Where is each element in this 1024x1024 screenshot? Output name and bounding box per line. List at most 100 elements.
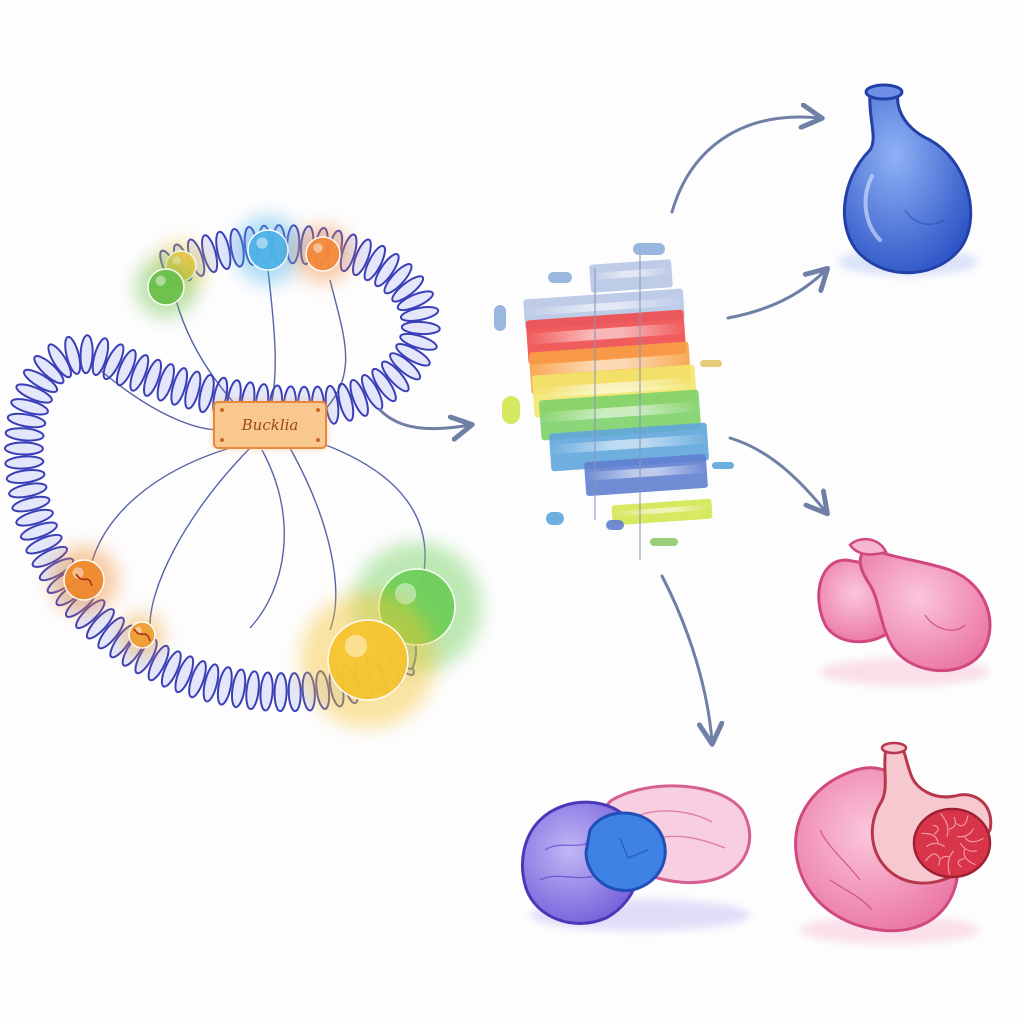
- arrow-ring-to-bars: [378, 408, 470, 429]
- coil-segment: [351, 238, 372, 277]
- coil-segment: [230, 668, 247, 709]
- tissue-fiber: [948, 816, 956, 830]
- coil-segment: [79, 334, 94, 375]
- coil-segment: [215, 230, 232, 271]
- tissue-fiber: [925, 853, 941, 862]
- coil-segment: [5, 469, 46, 484]
- bar-sheen: [589, 267, 672, 281]
- tissue-fiber: [938, 855, 949, 866]
- bar-sheen: [611, 504, 712, 517]
- heart-tissue: [921, 812, 984, 876]
- coil-segment: [91, 337, 110, 376]
- wire: [89, 444, 241, 571]
- coil-segment: [259, 671, 274, 712]
- coil-segment: [396, 290, 434, 312]
- coil-segment: [216, 666, 233, 706]
- arrow-to-brain: [660, 574, 712, 742]
- coil-segment: [85, 608, 115, 640]
- heart-organ-icon: [794, 741, 993, 944]
- coil-segment: [380, 360, 410, 393]
- coil-segment: [22, 368, 59, 393]
- node-highlight: [155, 275, 166, 286]
- wire: [99, 369, 221, 431]
- flask-organ-icon: [838, 83, 978, 276]
- gene-node: [147, 268, 185, 306]
- tissue-fiber: [932, 824, 939, 835]
- bar-sheen: [539, 401, 700, 423]
- coil-segment: [395, 343, 431, 367]
- tissue-fiber: [957, 858, 965, 868]
- wire: [149, 447, 251, 626]
- coil-segment: [6, 412, 47, 429]
- gene-node: [327, 619, 409, 701]
- coil-segment: [47, 343, 73, 379]
- coil-segment: [170, 367, 189, 406]
- gene-node: [305, 236, 341, 272]
- coil-segment: [399, 306, 440, 322]
- coil-segment: [374, 252, 400, 288]
- coil-segment: [383, 263, 413, 295]
- arrow-to-lung: [728, 436, 826, 512]
- coil-segment: [349, 379, 369, 417]
- hub-gene-box: Bucklia: [213, 401, 327, 449]
- coil-segment: [160, 650, 182, 688]
- coil-segment: [15, 508, 54, 527]
- wire: [319, 279, 347, 416]
- bar-sheen: [549, 433, 708, 455]
- bar-knob: [606, 520, 624, 530]
- bar-sheen: [526, 322, 685, 345]
- tissue-fiber: [947, 850, 955, 876]
- coil-segment: [15, 383, 53, 404]
- coil-segment: [10, 398, 49, 416]
- bar-sheen: [532, 376, 696, 399]
- bar-sheen: [523, 297, 684, 317]
- bar-knob: [546, 512, 564, 525]
- gene-node: [247, 229, 289, 271]
- bar-knob: [712, 462, 734, 469]
- coil-segment: [3, 441, 44, 456]
- bar-knob: [650, 538, 678, 546]
- wire: [289, 447, 337, 631]
- tissue-fiber: [956, 828, 974, 838]
- coil-segment: [174, 655, 195, 694]
- arrows: [378, 117, 826, 742]
- coil-segment: [102, 343, 125, 380]
- coil-segment: [4, 455, 45, 470]
- coil-segment: [31, 545, 69, 568]
- coil-segment: [198, 373, 215, 414]
- coil-segment: [129, 354, 150, 392]
- bar-sheen: [584, 463, 707, 481]
- coil-segment: [97, 616, 125, 650]
- coil-segment: [8, 482, 48, 499]
- coil-segment: [33, 355, 65, 385]
- tissue-fiber: [963, 848, 976, 866]
- bar-sheen: [529, 354, 690, 376]
- node-highlight: [72, 567, 84, 579]
- coil-segment: [202, 663, 220, 703]
- coil-segment: [188, 660, 207, 699]
- node-mark: [75, 573, 93, 587]
- node-highlight: [256, 237, 268, 249]
- node-highlight: [394, 583, 417, 605]
- coil-segment: [363, 244, 386, 282]
- bar-knob: [700, 360, 722, 367]
- bar-knob: [633, 243, 665, 255]
- coil-segment: [11, 495, 51, 513]
- coil-segment: [287, 672, 302, 713]
- coil-segment: [273, 672, 288, 713]
- coil-segment: [143, 358, 162, 397]
- node-mark: [133, 628, 151, 642]
- arrow-to-flask: [670, 117, 820, 214]
- coil-segment: [4, 427, 45, 442]
- node-highlight: [344, 634, 368, 658]
- arrow-to-flask-2: [726, 270, 826, 320]
- tissue-fiber: [956, 815, 969, 827]
- coil-segment: [400, 320, 441, 336]
- expression-bars-icon: [494, 243, 734, 560]
- bar-knob: [494, 305, 506, 331]
- tissue-fiber: [959, 842, 977, 852]
- coil-segment: [147, 644, 170, 682]
- coil-segment: [25, 533, 63, 555]
- coil-segment: [371, 367, 397, 403]
